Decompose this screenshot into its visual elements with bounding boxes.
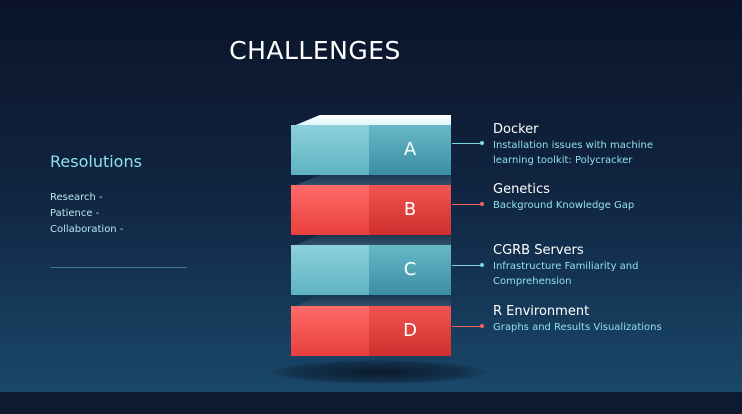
block-front-face — [291, 245, 369, 295]
stack-shadow — [272, 360, 486, 384]
bottom-strip — [0, 392, 742, 414]
layer-item-b: Genetics Background Knowledge Gap — [493, 182, 733, 213]
layer-description: Background Knowledge Gap — [493, 200, 635, 211]
block-top-face — [291, 115, 451, 127]
connector-d — [452, 324, 484, 328]
layer-item-c: CGRB Servers Infrastructure Familiarity … — [493, 243, 733, 289]
layer-block-d: D — [291, 296, 451, 356]
layer-letter: A — [403, 139, 417, 160]
block-front-face — [291, 185, 369, 235]
layer-title: Docker — [493, 122, 539, 137]
resolution-item: Research - — [50, 192, 103, 203]
layer-letter: D — [403, 320, 417, 341]
layer-title: R Environment — [493, 304, 590, 319]
block-side-face — [369, 306, 451, 356]
block-side-face — [369, 245, 451, 295]
layer-description: Infrastructure Familiarity and Comprehen… — [493, 261, 639, 287]
block-top-face — [291, 235, 451, 247]
slide-title: CHALLENGES — [229, 36, 401, 65]
layer-item-a: Docker Installation issues with machine … — [493, 122, 733, 168]
block-side-face — [369, 125, 451, 175]
layer-letter: C — [403, 259, 417, 280]
resolution-item: Collaboration - — [50, 224, 124, 235]
resolutions-list: Research - Patience - Collaboration - — [50, 190, 123, 238]
layer-description: Graphs and Results Visualizations — [493, 322, 662, 333]
block-front-face — [291, 125, 369, 175]
connector-b — [452, 202, 484, 206]
layer-title: CGRB Servers — [493, 243, 584, 258]
layer-block-b: B — [291, 175, 451, 235]
layer-title: Genetics — [493, 182, 550, 197]
layer-letter: B — [403, 199, 417, 220]
layer-item-d: R Environment Graphs and Results Visuali… — [493, 304, 733, 335]
layer-block-a: A — [291, 115, 451, 175]
block-side-face — [369, 185, 451, 235]
layer-description: Installation issues with machine learnin… — [493, 140, 654, 166]
block-front-face — [291, 306, 369, 356]
connector-a — [452, 141, 484, 145]
block-top-face — [291, 175, 451, 187]
layer-block-c: C — [291, 235, 451, 295]
resolution-item: Patience - — [50, 208, 100, 219]
resolutions-divider — [50, 267, 187, 268]
block-top-face — [291, 296, 451, 308]
resolutions-heading: Resolutions — [50, 152, 142, 171]
connector-c — [452, 263, 484, 267]
